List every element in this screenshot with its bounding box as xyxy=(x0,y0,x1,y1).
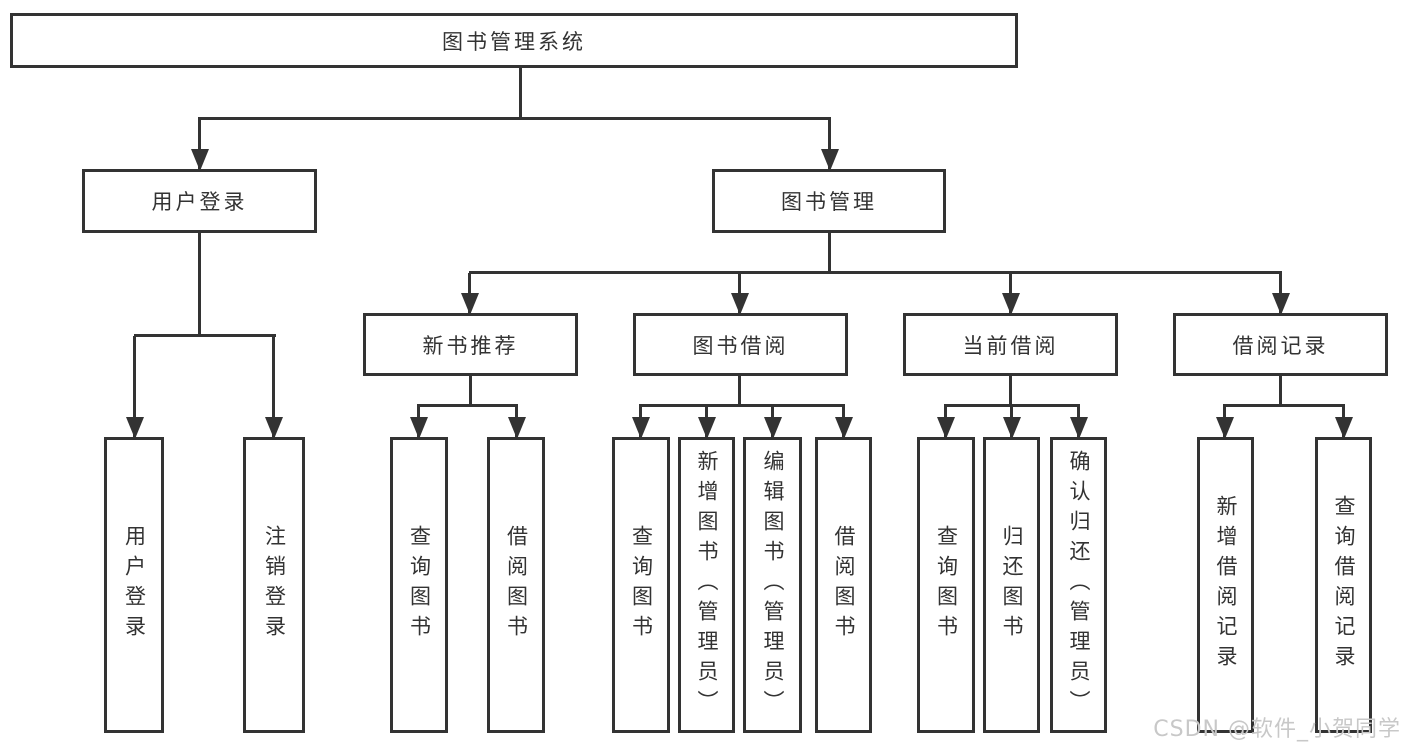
arrow-down-leaf xyxy=(944,406,947,437)
leaf-return-book: 归还图书 xyxy=(983,437,1040,733)
leaf-query-borrow-record: 查询借阅记录 xyxy=(1315,437,1372,733)
csdn-watermark: CSDN @软件_小贺同学 xyxy=(1153,717,1401,742)
leaf-add-borrow-record: 新增借阅记录 xyxy=(1197,437,1254,733)
arrow-down-leaf xyxy=(417,406,420,437)
arrow-down-leaf xyxy=(639,406,642,437)
leaf-confirm-return-admin: 确认归还（管理员） xyxy=(1050,437,1107,733)
node-book-borrow-label: 图书借阅 xyxy=(692,333,789,358)
leaf-borrow-book-1: 借阅图书 xyxy=(487,437,545,733)
node-book-management-label: 图书管理 xyxy=(781,190,877,214)
leaf-query-book-3: 查询图书 xyxy=(917,437,975,733)
leaf-query-book-2-label: 查询图书 xyxy=(629,525,654,645)
leaf-borrow-book-2-label: 借阅图书 xyxy=(832,525,856,645)
leaf-return-book-label: 归还图书 xyxy=(1000,525,1024,645)
arrow-down-leaf xyxy=(1010,406,1013,437)
arrow-down-to-new-book xyxy=(468,273,471,313)
arrow-down-to-book-borrow xyxy=(738,273,741,313)
leaf-query-book-2: 查询图书 xyxy=(612,437,670,733)
node-book-management: 图书管理 xyxy=(712,169,946,233)
leaf-logout-label: 注销登录 xyxy=(262,525,287,645)
connector-borrow-records-distributor xyxy=(1223,404,1345,407)
arrow-down-to-logout-leaf xyxy=(272,336,275,437)
leaf-edit-book-admin-label: 编辑图书（管理员） xyxy=(761,450,785,720)
connector-borrow-records-stem xyxy=(1279,374,1282,406)
connector-user-login-distributor xyxy=(134,334,276,337)
leaf-edit-book-admin: 编辑图书（管理员） xyxy=(743,437,802,733)
connector-book-management-stem xyxy=(828,231,831,273)
leaf-logout: 注销登录 xyxy=(243,437,305,733)
connector-book-management-distributor xyxy=(469,271,1282,274)
arrow-down-to-book-management xyxy=(828,119,831,169)
leaf-query-book-1: 查询图书 xyxy=(390,437,448,733)
node-root-label: 图书管理系统 xyxy=(442,29,586,54)
node-user-login: 用户登录 xyxy=(82,169,317,233)
arrow-down-leaf xyxy=(1223,406,1226,437)
node-current-borrow-label: 当前借阅 xyxy=(962,333,1059,358)
connector-book-borrow-stem xyxy=(738,374,741,406)
arrow-down-to-user-login xyxy=(198,119,201,169)
connector-new-book-stem xyxy=(469,374,472,406)
arrow-down-to-login-leaf xyxy=(133,336,136,437)
leaf-query-book-3-label: 查询图书 xyxy=(934,525,959,645)
leaf-user-login: 用户登录 xyxy=(104,437,164,733)
arrow-down-leaf xyxy=(1342,406,1345,437)
leaf-add-borrow-record-label: 新增借阅记录 xyxy=(1214,495,1238,675)
node-book-borrow: 图书借阅 xyxy=(633,313,848,376)
leaf-confirm-return-admin-label: 确认归还（管理员） xyxy=(1067,450,1091,720)
leaf-query-borrow-record-label: 查询借阅记录 xyxy=(1332,495,1356,675)
arrow-down-leaf xyxy=(771,406,774,437)
leaf-user-login-label: 用户登录 xyxy=(122,525,147,645)
connector-root-stem xyxy=(519,66,522,119)
connector-new-book-distributor xyxy=(417,404,518,407)
node-current-borrow: 当前借阅 xyxy=(903,313,1118,376)
node-root: 图书管理系统 xyxy=(10,13,1018,68)
connector-current-borrow-stem xyxy=(1009,374,1012,406)
arrow-down-leaf xyxy=(1077,406,1080,437)
leaf-borrow-book-1-label: 借阅图书 xyxy=(504,525,529,645)
connector-user-login-stem xyxy=(198,231,201,336)
leaf-borrow-book-2: 借阅图书 xyxy=(815,437,872,733)
leaf-add-book-admin-label: 新增图书（管理员） xyxy=(695,450,719,720)
arrow-down-leaf xyxy=(705,406,708,437)
node-new-book-label: 新书推荐 xyxy=(422,333,519,358)
node-borrow-records: 借阅记录 xyxy=(1173,313,1388,376)
connector-book-borrow-distributor xyxy=(639,404,845,407)
node-user-login-label: 用户登录 xyxy=(151,190,248,214)
leaf-query-book-1-label: 查询图书 xyxy=(407,525,432,645)
node-new-book: 新书推荐 xyxy=(363,313,578,376)
leaf-add-book-admin: 新增图书（管理员） xyxy=(678,437,735,733)
arrow-down-leaf xyxy=(842,406,845,437)
arrow-down-to-current-borrow xyxy=(1009,273,1012,313)
arrow-down-to-borrow-records xyxy=(1279,273,1282,313)
node-borrow-records-label: 借阅记录 xyxy=(1232,333,1329,358)
arrow-down-leaf xyxy=(515,406,518,437)
connector-root-distributor xyxy=(198,117,831,120)
